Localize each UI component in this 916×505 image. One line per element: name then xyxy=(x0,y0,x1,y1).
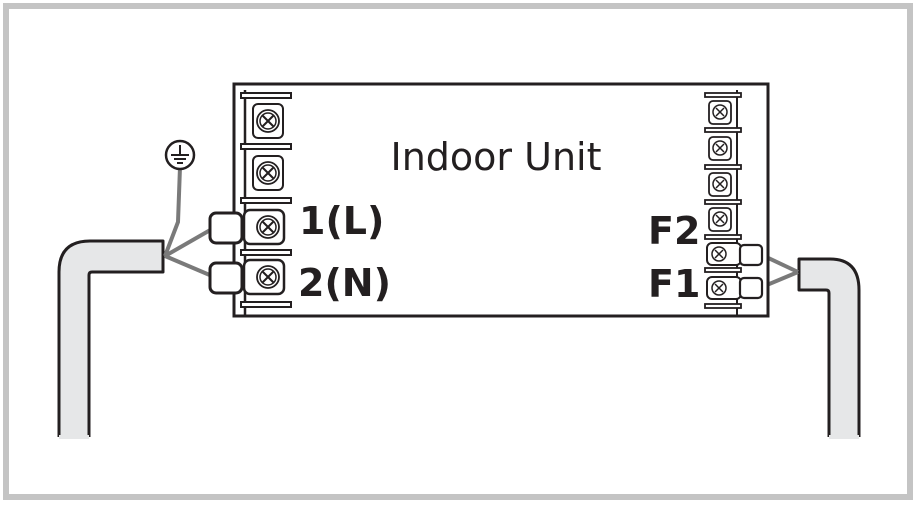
terminal-screw-f2-icon xyxy=(706,242,742,266)
ground-wire xyxy=(163,166,182,257)
ring-lug-n xyxy=(208,261,244,295)
power-cable-left xyxy=(57,239,165,439)
terminal-screw-icon xyxy=(708,207,732,232)
terminal-screw-n-icon xyxy=(242,258,286,296)
right-terminal-block xyxy=(704,90,764,315)
terminal-label-f1: F1 xyxy=(648,262,700,306)
terminal-screw-f1-icon xyxy=(706,276,742,300)
terminal-screw-icon xyxy=(252,155,284,191)
communication-cable-right xyxy=(797,257,861,439)
terminal-screw-icon xyxy=(708,136,732,161)
power-wires xyxy=(163,166,213,278)
terminal-label-f2: F2 xyxy=(648,209,700,253)
neutral-wire xyxy=(164,254,213,278)
indoor-unit-box xyxy=(232,82,770,318)
terminal-screw-l-icon xyxy=(242,208,286,246)
terminal-label-1l: 1(L) xyxy=(299,199,384,243)
terminal-screw-icon xyxy=(708,172,732,197)
terminal-screw-icon xyxy=(252,103,284,139)
indoor-unit-title: Indoor Unit xyxy=(391,135,602,179)
left-terminal-block xyxy=(208,90,292,315)
terminal-label-2n: 2(N) xyxy=(298,261,391,305)
terminal-screw-icon xyxy=(708,100,732,125)
live-wire xyxy=(164,227,213,258)
ring-lug-l xyxy=(208,211,244,245)
ring-lug-f1 xyxy=(738,276,764,300)
ground-symbol-icon xyxy=(164,139,196,171)
ring-lug-f2 xyxy=(738,243,764,267)
